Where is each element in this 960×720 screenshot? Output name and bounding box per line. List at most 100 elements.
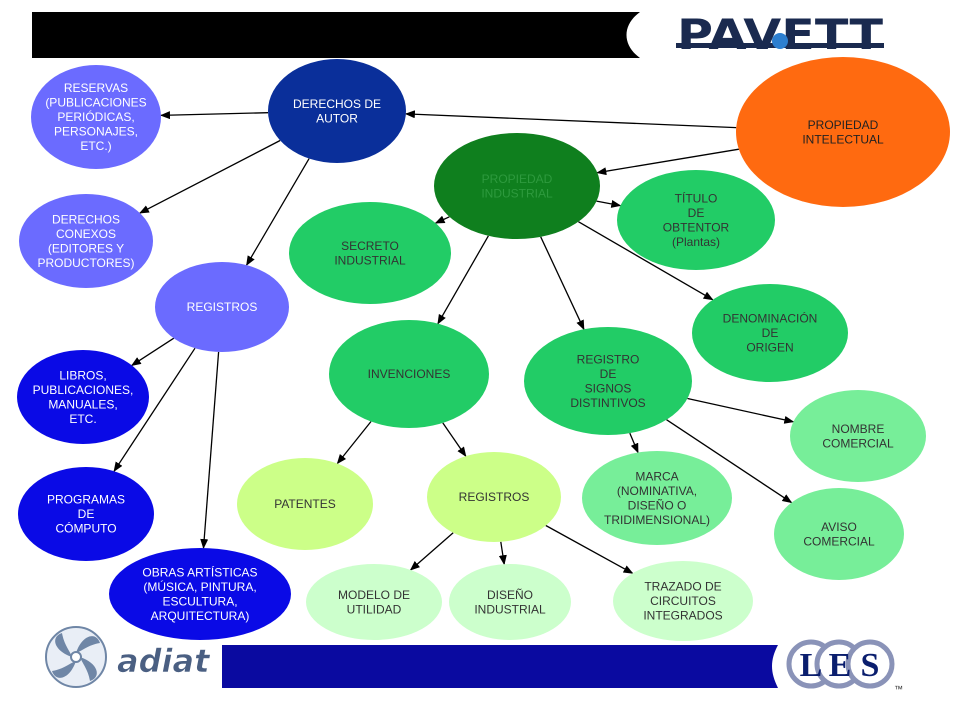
node-propiedad-industrial-label-line: PROPIEDAD [482,172,553,186]
node-derechos-autor-label-line: AUTOR [316,111,358,125]
adiat-logo-text: adiat [117,642,211,680]
les-logo-letter-l: L [800,647,823,684]
node-patentes-label: PATENTES [274,497,336,511]
node-modelo-utilidad-shape [306,564,442,640]
node-registros-autor-shape [155,262,289,352]
pavett-logo: PAVETT [676,10,884,59]
node-secreto-label-line: INDUSTRIAL [334,253,406,267]
node-reservas-label-line: (PUBLICACIONES [45,96,146,110]
node-derechos-autor-label-line: DERECHOS DE [293,97,381,111]
node-trazado-circuitos-label-line: TRAZADO DE [644,580,721,594]
node-trazado-circuitos-shape [613,561,753,641]
node-patentes-label-line: PATENTES [274,497,336,511]
node-aviso-shape [774,488,904,580]
les-trademark-mark: ™ [894,684,903,694]
node-marca-shape [582,451,732,545]
node-registro-signos-shape [524,327,692,435]
arrow-derechos-autor-to-derechos-conexos [139,139,281,214]
arrow-propiedad-industrial-to-titulo [596,199,622,208]
node-registros-autor-label: REGISTROS [187,300,258,314]
node-diseno-industrial-shape [449,564,571,640]
node-registros-invenciones-label: REGISTROS [459,490,530,504]
node-secreto-label-line: SECRETO [341,239,399,253]
node-derechos-conexos-label-line: (EDITORES Y [48,241,124,255]
node-diseno-industrial-label-line: INDUSTRIAL [474,602,546,616]
node-obras-label-line: OBRAS ARTÍSTICAS [142,564,257,579]
header-bar [32,12,640,58]
adiat-fan-icon [45,626,107,688]
node-invenciones-label: INVENCIONES [368,367,451,381]
node-titulo-shape [617,170,775,270]
node-patentes: PATENTES [237,458,373,550]
node-registros-autor-label-line: REGISTROS [187,300,258,314]
footer-bar [222,645,778,688]
node-invenciones: INVENCIONES [329,320,489,428]
node-nombre-comercial-label-line: COMERCIAL [822,436,894,450]
node-libros-label: LIBROS,PUBLICACIONES,MANUALES,ETC. [33,368,134,426]
node-libros: LIBROS,PUBLICACIONES,MANUALES,ETC. [17,350,149,444]
arrow-registros-invenciones-to-modelo-utilidad [409,532,454,571]
node-programas-label-line: DE [78,507,95,521]
node-libros-label-line: MANUALES, [48,397,117,411]
node-reservas-label-line: ETC.) [80,139,111,153]
arrow-propiedad-industrial-to-registro-signos [540,236,585,331]
les-logo: L E S ™ [786,639,903,694]
node-derechos-conexos-shape [19,194,153,288]
node-registro-signos-label-line: DE [600,367,617,381]
node-secreto-shape [289,202,451,304]
les-logo-letter-s: S [861,647,880,684]
node-denominacion-label-line: DENOMINACIÓN [723,311,818,326]
node-patentes-shape [237,458,373,550]
node-obras-label: OBRAS ARTÍSTICAS(MÚSICA, PINTURA,ESCULTU… [142,564,257,623]
node-titulo-label-line: (Plantas) [672,235,720,249]
arrow-derechos-autor-to-reservas [160,111,269,120]
node-libros-shape [17,350,149,444]
node-titulo-label-line: TÍTULO [675,190,718,205]
arrow-registro-signos-to-aviso [666,419,793,504]
node-marca-label-line: MARCA [635,469,678,483]
node-trazado-circuitos-label-line: INTEGRADOS [643,609,722,623]
node-registros-invenciones-label-line: REGISTROS [459,490,530,504]
node-nombre-comercial-shape [790,390,926,482]
node-diseno-industrial-label-line: DISEÑO [487,588,533,602]
node-obras-shape [109,548,291,640]
node-denominacion-label-line: ORIGEN [746,341,793,355]
arrow-propiedad-intelectual-to-derechos-autor [404,110,737,129]
node-obras: OBRAS ARTÍSTICAS(MÚSICA, PINTURA,ESCULTU… [109,548,291,640]
node-derechos-conexos-label-line: PRODUCTORES) [37,256,134,270]
node-aviso-label-line: AVISO [821,520,857,534]
node-aviso-label-line: COMERCIAL [803,534,875,548]
adiat-logo: adiat [45,626,211,688]
arrow-invenciones-to-patentes [336,421,372,465]
node-denominacion-shape [692,284,848,382]
node-marca-label-line: TRIDIMENSIONAL) [604,513,710,527]
node-programas-label-line: CÓMPUTO [55,521,116,536]
arrow-registros-autor-to-obras [200,351,220,549]
node-marca-label-line: (NOMINATIVA, [617,484,697,498]
arrow-propiedad-industrial-to-denominacion [578,221,714,301]
node-titulo-label-line: DE [688,206,705,220]
